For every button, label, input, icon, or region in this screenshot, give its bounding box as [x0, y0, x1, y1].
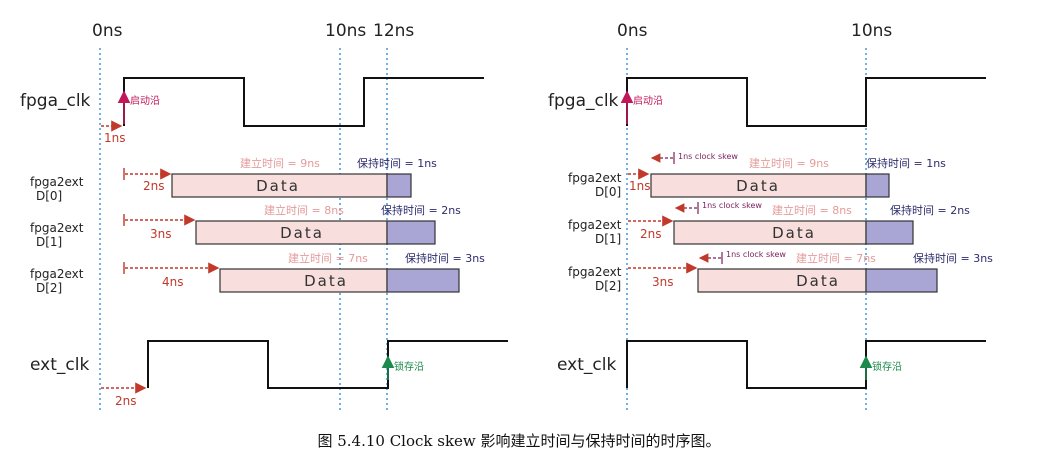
left-time-12ns: 12ns: [373, 21, 414, 41]
right-d0-data: Data: [736, 177, 780, 195]
left-time-0ns: 0ns: [92, 21, 123, 41]
right-d2-hold-box: [865, 268, 938, 293]
right-d1-hold: 保持时间 = 2ns: [890, 203, 970, 217]
left-d2-data: Data: [304, 272, 348, 290]
left-d0-hold: 保持时间 = 1ns: [357, 156, 437, 170]
right-latch-edge-label: 锁存沿: [872, 360, 902, 373]
figure-caption: 图 5.4.10 Clock skew 影响建立时间与保持时间的时序图。: [317, 432, 721, 450]
left-d0-hold-box: [386, 173, 412, 198]
left-diagram: 0ns 10ns 12ns fpga_clk 启动沿 1ns fpga2ext …: [20, 21, 508, 412]
right-ext-clk-wave: [626, 340, 986, 389]
left-fpga-clk-wave: [123, 77, 484, 127]
left-launch-delay: 1ns: [104, 131, 126, 145]
right-d2-name2: D[2]: [595, 279, 621, 293]
left-d0-setup: 建立时间 = 9ns: [240, 156, 320, 170]
right-d0-setup: 建立时间 = 9ns: [749, 156, 829, 170]
right-d1-skew: 1ns clock skew: [702, 201, 762, 210]
right-d1-data-box: [673, 220, 867, 245]
left-d1-name1: fpga2ext: [30, 221, 84, 235]
left-fpga-clk-label: fpga_clk: [20, 91, 91, 111]
right-d1-hold-box: [865, 220, 914, 245]
right-diagram: 0ns 10ns fpga_clk 启动沿 fpga2ext D[0] 1ns …: [548, 21, 993, 412]
right-d0-hold: 保持时间 = 1ns: [866, 156, 946, 170]
left-d2-name2: D[2]: [36, 281, 62, 295]
right-fpga-clk-label: fpga_clk: [548, 91, 619, 111]
right-ext-clk-label: ext_clk: [557, 355, 616, 375]
left-d0-delay: 2ns: [143, 179, 165, 193]
right-d1-data: Data: [772, 224, 816, 242]
left-d1-name2: D[1]: [36, 235, 62, 249]
right-fpga-clk-wave: [626, 77, 986, 127]
right-d1-name2: D[1]: [595, 232, 621, 246]
right-d0-delay: 1ns: [629, 179, 651, 193]
right-d0-name1: fpga2ext: [568, 171, 622, 185]
left-launch-edge-label: 启动沿: [130, 94, 160, 107]
right-d1-setup: 建立时间 = 8ns: [772, 203, 852, 217]
right-d2-data-box: [697, 268, 867, 293]
left-d0-data: Data: [256, 177, 300, 195]
right-d0-skew: 1ns clock skew: [678, 152, 738, 161]
right-time-0ns: 0ns: [617, 21, 648, 41]
left-ext-delay: 2ns: [115, 394, 137, 408]
left-d0-name1: fpga2ext: [30, 175, 84, 189]
right-d0-name2: D[0]: [595, 185, 621, 199]
left-d2-hold-box: [386, 268, 460, 293]
left-d2-delay: 4ns: [162, 275, 184, 289]
left-ext-clk-label: ext_clk: [30, 355, 89, 375]
left-d1-setup: 建立时间 = 8ns: [264, 203, 344, 217]
right-launch-edge-label: 启动沿: [633, 94, 663, 107]
left-d1-delay: 3ns: [150, 227, 172, 241]
right-d2-delay: 3ns: [652, 275, 674, 289]
right-time-10ns: 10ns: [851, 21, 892, 41]
left-time-10ns: 10ns: [325, 21, 366, 41]
right-d2-setup: 建立时间 = 7ns: [796, 251, 876, 265]
left-d2-name1: fpga2ext: [30, 267, 84, 281]
right-d0-hold-box: [865, 173, 890, 198]
right-d1-delay: 2ns: [640, 227, 662, 241]
left-d1-hold: 保持时间 = 2ns: [381, 203, 461, 217]
right-d2-skew: 1ns clock skew: [726, 250, 786, 259]
right-d2-data: Data: [796, 272, 840, 290]
left-ext-clk-wave: [147, 340, 508, 389]
right-d2-name1: fpga2ext: [568, 265, 622, 279]
left-d1-data: Data: [280, 224, 324, 242]
right-d1-name1: fpga2ext: [568, 218, 622, 232]
left-d0-name2: D[0]: [36, 189, 62, 203]
right-d2-hold: 保持时间 = 3ns: [913, 251, 993, 265]
left-d2-setup: 建立时间 = 7ns: [288, 251, 368, 265]
left-d2-hold: 保持时间 = 3ns: [405, 251, 485, 265]
left-d1-hold-box: [386, 220, 436, 245]
left-latch-edge-label: 锁存沿: [394, 360, 424, 373]
